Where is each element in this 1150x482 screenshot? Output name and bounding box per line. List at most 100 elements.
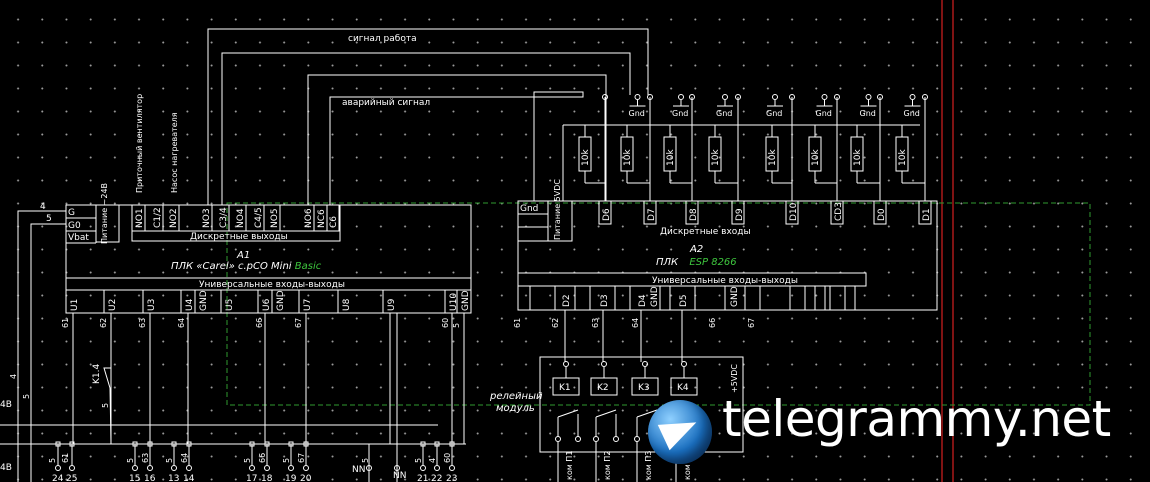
a1-universal-terminal: U2: [108, 299, 118, 311]
terminal-icon[interactable]: [186, 465, 192, 471]
terminal-icon[interactable]: [613, 436, 619, 442]
a1-power-terminal[interactable]: G0: [68, 221, 81, 231]
terminal-icon[interactable]: [593, 436, 599, 442]
junction-icon: [420, 441, 426, 447]
terminal-icon[interactable]: [249, 465, 255, 471]
nn-label: NN: [393, 471, 406, 481]
terminal-icon[interactable]: [288, 465, 294, 471]
signal-wires: [207, 28, 649, 205]
terminal-icon[interactable]: [449, 465, 455, 471]
terminal-icon[interactable]: [420, 465, 426, 471]
ground-label: Gnd: [816, 109, 832, 118]
wire-number: 67: [297, 453, 306, 463]
terminal-icon[interactable]: [909, 94, 916, 100]
wire-number: 62: [99, 318, 108, 328]
resistor-value-label: 10k: [711, 149, 721, 166]
selection-frame: [226, 202, 1091, 406]
terminal-icon[interactable]: [147, 465, 153, 471]
terminal-icon[interactable]: [834, 94, 840, 100]
a1-discrete-outputs-label: Дискретные выходы: [190, 232, 288, 242]
terminal-number: 18: [261, 474, 273, 482]
terminal-icon[interactable]: [434, 465, 440, 471]
terminal-icon[interactable]: [264, 465, 270, 471]
wire-number: 5: [101, 403, 110, 408]
terminal-icon[interactable]: [55, 465, 61, 471]
terminal-icon[interactable]: [735, 94, 741, 100]
junction-icon: [69, 441, 75, 447]
terminal-icon[interactable]: [642, 361, 648, 367]
terminal-icon[interactable]: [789, 94, 795, 100]
terminal-icon[interactable]: [634, 436, 640, 442]
terminal-icon[interactable]: [772, 94, 778, 100]
a1-universal-terminal: U5: [225, 299, 235, 311]
a1-universal-terminal: U7: [303, 299, 313, 311]
resistor-value-label: 10k: [768, 149, 778, 166]
voltage-label: 4В: [0, 400, 12, 410]
ground-label: Gnd: [629, 109, 645, 118]
terminal-icon[interactable]: [602, 94, 608, 100]
relay-coil[interactable]: [590, 377, 618, 396]
relay-contact: [595, 409, 617, 418]
wire-number: 4: [9, 374, 18, 379]
a2-universal-terminal: GND: [650, 286, 660, 307]
terminal-icon[interactable]: [877, 94, 883, 100]
terminal-icon[interactable]: [722, 94, 728, 100]
a2-universal-terminal: D3: [600, 294, 610, 307]
terminal-number: 22: [431, 474, 442, 482]
terminal-icon[interactable]: [689, 94, 695, 100]
junction-icon: [264, 441, 270, 447]
terminal-icon[interactable]: [647, 94, 653, 100]
terminal-icon[interactable]: [575, 436, 581, 442]
wire-number: 62: [551, 318, 560, 328]
terminal-number: 13: [168, 474, 179, 482]
voltage-label: 4В: [0, 463, 12, 473]
resistor-value-label: 10k: [811, 149, 821, 166]
terminal-icon[interactable]: [601, 361, 607, 367]
a2-input-label: D7: [647, 208, 657, 221]
wire-number: 66: [255, 318, 264, 328]
relay-coil[interactable]: [631, 377, 659, 396]
resistor-value-label: 10k: [853, 149, 863, 166]
relay-coil[interactable]: [670, 377, 698, 396]
terminal-number: 25: [66, 474, 77, 482]
terminal-icon[interactable]: [681, 361, 687, 367]
terminal-number: 17: [246, 474, 257, 482]
terminal-icon[interactable]: [303, 465, 309, 471]
a1-universal-terminal: U1: [70, 299, 80, 311]
a1-universal-terminal: GND: [276, 290, 286, 311]
terminal-icon[interactable]: [678, 94, 684, 100]
a1-power-terminal[interactable]: G: [68, 208, 75, 218]
relay-coil[interactable]: [552, 377, 580, 396]
switch-k1-4[interactable]: [103, 313, 112, 445]
terminal-icon[interactable]: [555, 436, 561, 442]
terminal-icon[interactable]: [634, 94, 641, 100]
plc-a1[interactable]: [65, 204, 472, 314]
terminal-icon[interactable]: [171, 465, 177, 471]
wire-number: 60: [443, 453, 452, 463]
resistor-value-label: 10k: [898, 149, 908, 166]
resistor-value-label: 10k: [666, 149, 676, 166]
relay-module[interactable]: [539, 356, 744, 453]
a2-name: ПЛК ESP 8266: [656, 257, 737, 268]
relay-module-label: модуль: [496, 403, 535, 414]
terminal-icon[interactable]: [922, 94, 928, 100]
a1-power-label: Питание ~24В: [100, 183, 109, 244]
a1-power-terminal[interactable]: Vbat: [68, 233, 89, 243]
plc-a2[interactable]: [517, 200, 938, 311]
a1-universal-terminal: U4: [185, 298, 195, 311]
watermark: telegrammy.net: [722, 390, 1111, 448]
terminal-icon[interactable]: [132, 465, 138, 471]
a1-output-terminal: C4/5: [254, 207, 264, 228]
terminal-icon[interactable]: [865, 94, 872, 100]
terminal-icon[interactable]: [69, 465, 75, 471]
relay-output-label: ком П2: [603, 451, 612, 480]
terminal-icon[interactable]: [821, 94, 828, 100]
a2-universal-terminal: D2: [562, 294, 572, 307]
terminal-icon[interactable]: [563, 361, 569, 367]
resistor-value-label: 10k: [623, 149, 633, 166]
a1-output-terminal: C1/2: [153, 207, 163, 228]
a1-universal-terminal: U6: [262, 298, 272, 311]
junction-icon: [132, 441, 138, 447]
wire-number: 61: [61, 453, 70, 463]
